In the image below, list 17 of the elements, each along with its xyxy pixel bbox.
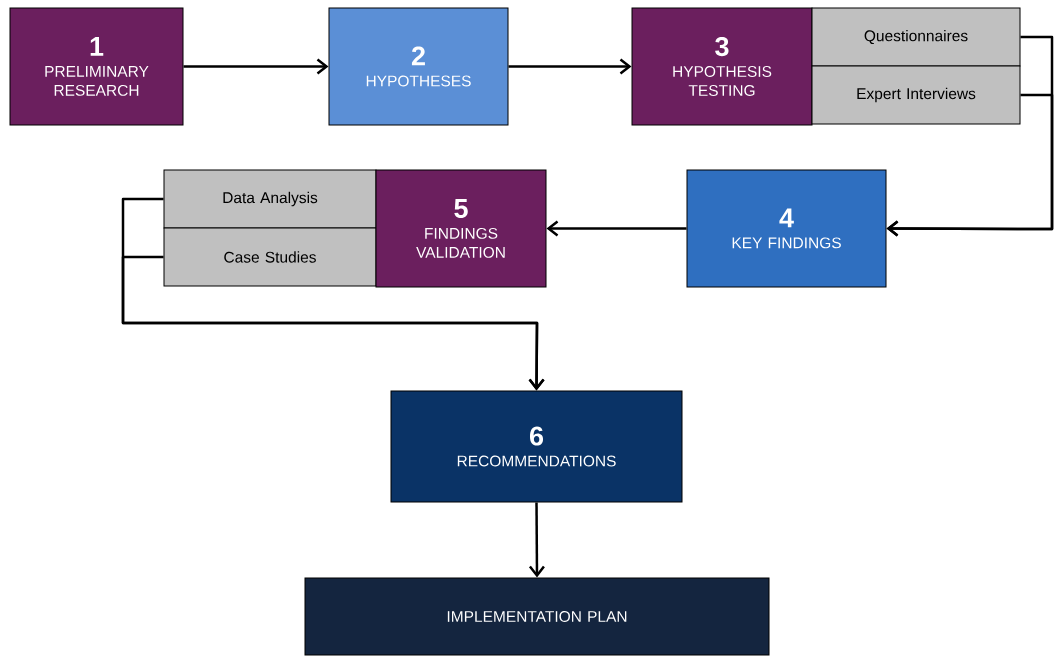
arrow (121, 255, 545, 391)
method-box: Questionnaires (811, 7, 1021, 67)
step-box: 2 HYPOTHESES (328, 7, 509, 126)
step-box: 6 RECOMMENDATIONS (390, 390, 683, 503)
method-box: Data Analysis (163, 169, 377, 229)
arrow (528, 502, 545, 578)
step-box: 3 HYPOTHESIS TESTING (631, 7, 813, 126)
arrow (183, 58, 329, 75)
step-box: 1 PRELIMINARY RESEARCH (9, 7, 184, 126)
arrow (508, 58, 632, 75)
method-box: Case Studies (163, 227, 377, 287)
step-box: 4 KEY FINDINGS (686, 169, 887, 288)
arrow (886, 93, 1054, 237)
step-box: 5 FINDINGS VALIDATION (375, 169, 547, 288)
plan-box: IMPLEMENTATION PLAN (304, 577, 770, 656)
method-box: Expert Interviews (811, 65, 1021, 125)
arrow (546, 220, 687, 237)
